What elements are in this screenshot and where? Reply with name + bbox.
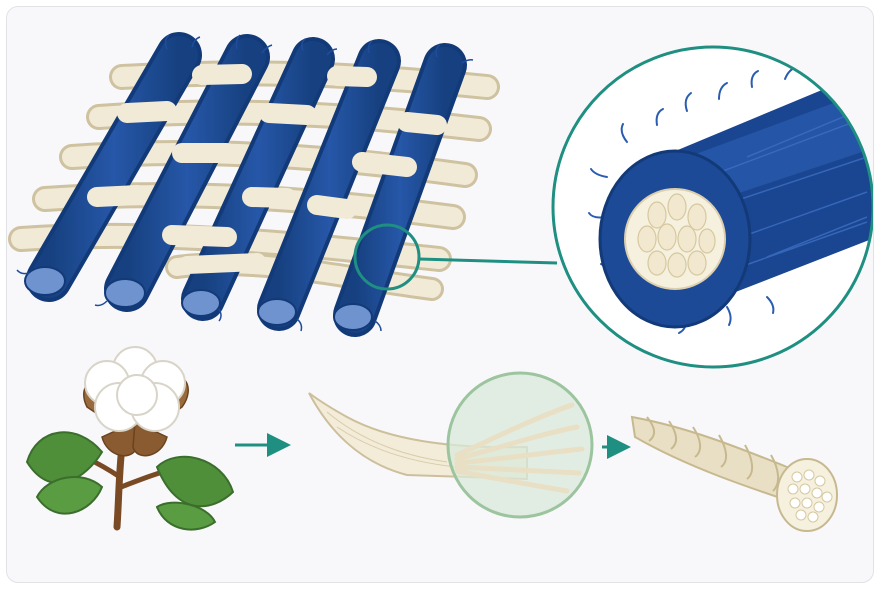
cotton-boll-icon [27, 347, 233, 530]
fiber-magnifier [448, 373, 592, 517]
yarn-cross-section-icon [553, 47, 874, 367]
diagram-card [6, 6, 874, 583]
cotton-fiber-icon [309, 373, 592, 517]
twisted-yarn-icon [632, 417, 837, 531]
denim-process-diagram [7, 7, 874, 583]
woven-denim-fabric-icon [17, 35, 487, 331]
cotton-puffs [85, 347, 185, 431]
